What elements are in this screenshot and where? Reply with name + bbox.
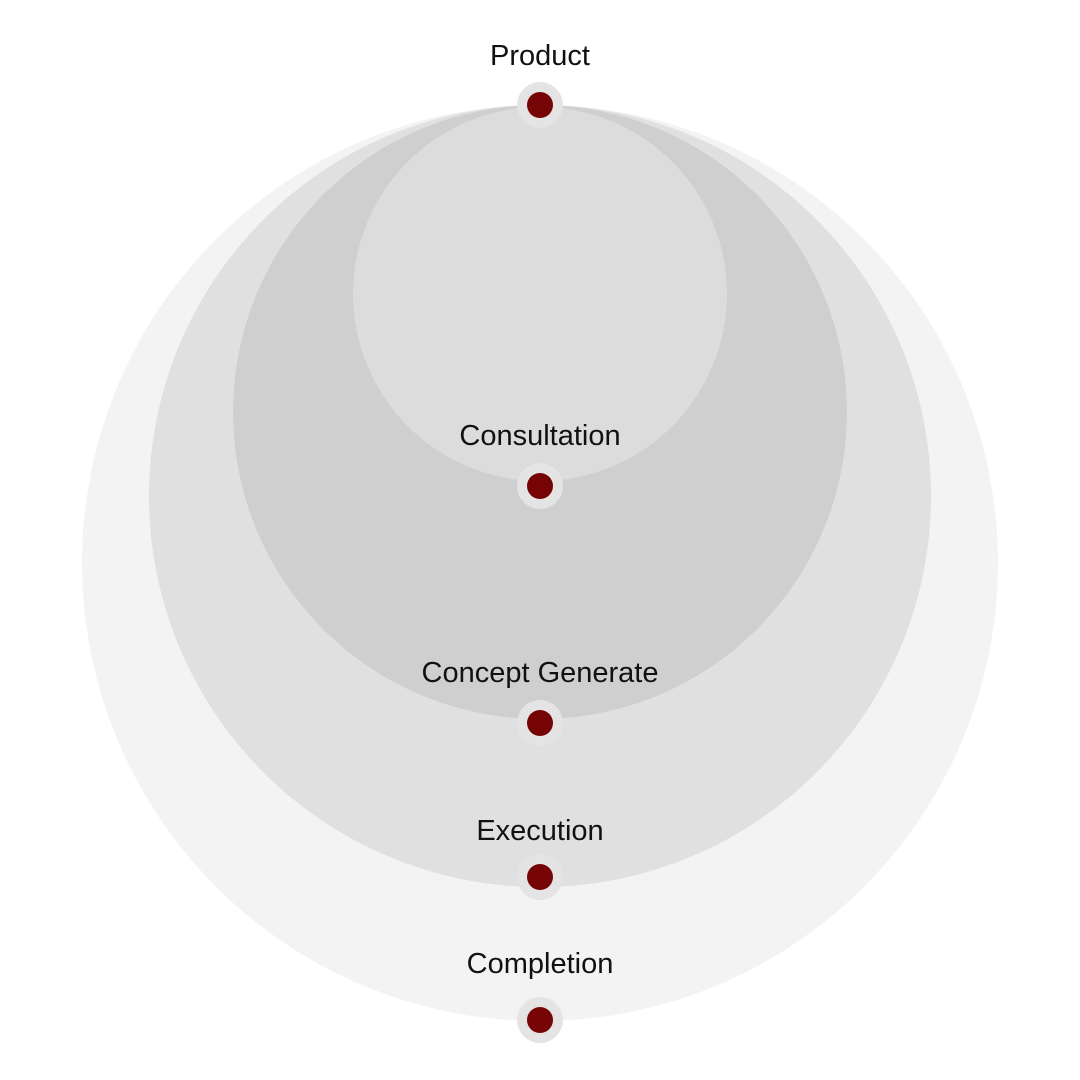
stage-label-concept-generate: Concept Generate [422,657,659,689]
stage-product: Product [490,40,590,128]
stage-label-product: Product [490,40,590,72]
stage-execution: Execution [476,815,604,900]
stage-label-consultation: Consultation [459,420,620,452]
ring-consultation [353,107,727,481]
dot-marker-icon [517,463,563,509]
stage-label-completion: Completion [467,948,614,980]
stage-concept-generate: Concept Generate [422,657,659,746]
stage-completion: Completion [467,948,614,1043]
dot-marker-icon [517,854,563,900]
stage-label-execution: Execution [476,815,603,847]
dot-marker-icon [517,700,563,746]
dot-marker-icon [517,997,563,1043]
stage-consultation: Consultation [459,420,621,509]
dot-marker-icon [517,82,563,128]
